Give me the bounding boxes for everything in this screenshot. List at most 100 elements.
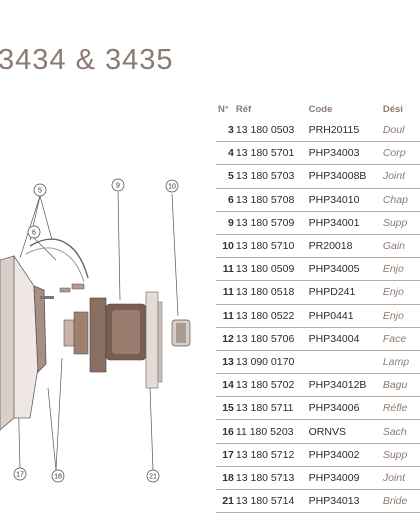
page-title: 3434 & 3435 [0,44,174,76]
cell-code: PHP0441 [306,304,381,328]
cell-code: PHP34001 [306,211,381,235]
cell-no: 11 [216,280,234,305]
cell-code: PHP34009 [306,466,381,491]
cell-ref: 13 180 5706 [233,327,307,351]
cell-designation: Supp [380,443,420,467]
cell-ref: 13 180 5711 [233,396,307,421]
cell-no: 11 [216,304,234,328]
cell-no: 14 [216,373,234,398]
cell-designation: Enjo [380,304,420,328]
cell-no: 4 [216,141,234,166]
header-ref: Réf [233,100,307,119]
exploded-diagram: 5 9 10 6 17 18 21 [0,178,191,483]
cell-designation: Supp [380,211,420,235]
cell-code: PHP34003 [306,141,381,166]
cell-no: 17 [216,443,234,467]
cell-code: PR20018 [306,234,381,259]
cell-designation: Enjo [380,280,420,305]
cell-ref: 13 180 0509 [233,257,307,282]
cell-code: PHP34005 [306,257,381,282]
callout-5: 5 [33,183,47,197]
cell-designation: Bride [380,489,420,514]
cell-designation: Gain [380,234,420,259]
cell-code: PHP34008B [306,164,381,189]
cell-no: 6 [216,188,234,212]
cell-no: 5 [216,164,234,189]
cell-code: PHP34004 [306,327,381,351]
cell-ref: 13 180 5709 [233,211,307,235]
table-header-row: N° Réf Code Dési [216,100,420,119]
svg-text:10: 10 [168,184,176,191]
callout-17: 17 [13,467,27,481]
cell-ref: 13 180 0522 [233,304,307,328]
callout-9: 9 [111,178,125,192]
cell-no: 15 [216,396,234,421]
cell-designation: Sach [380,419,420,444]
cell-ref: 13 180 5710 [233,234,307,259]
cell-code [306,350,381,375]
cell-designation: Enjo [380,257,420,282]
header-no: N° [216,100,234,119]
header-designation: Dési [380,100,420,119]
callout-6: 6 [27,225,41,239]
cell-designation: Joint [380,466,420,491]
cell-code: PRH20115 [306,118,381,143]
cell-no: 13 [216,350,234,375]
cell-ref: 13 180 5713 [233,466,307,491]
cell-no: 9 [216,211,234,235]
cell-no: 3 [216,118,234,143]
svg-text:6: 6 [32,230,36,237]
cell-ref: 11 180 5203 [233,419,307,444]
cell-no: 21 [216,489,234,514]
reflector-shape [0,238,89,431]
callout-21: 21 [146,469,160,483]
cell-code: PHP34002 [306,443,381,467]
cell-ref: 13 180 5703 [233,164,307,189]
callout-18: 18 [51,469,65,483]
cell-code: PHP34013 [306,489,381,514]
svg-text:18: 18 [54,474,62,481]
cell-ref: 13 180 0518 [233,280,307,305]
cell-ref: 13 180 5701 [233,141,307,166]
cell-no: 11 [216,257,234,282]
cell-designation: Corp [380,141,420,166]
cell-designation: Bagu [380,373,420,398]
cell-ref: 13 090 0170 [233,350,307,375]
cell-code: PHP34012B [306,373,381,398]
svg-text:9: 9 [116,183,120,190]
cell-no: 10 [216,234,234,259]
cell-no: 12 [216,327,234,351]
cell-ref: 13 180 5714 [233,489,307,514]
cell-no: 18 [216,466,234,491]
svg-text:21: 21 [149,474,157,481]
svg-text:17: 17 [16,472,24,479]
cell-ref: 13 180 5702 [233,373,307,398]
cell-ref: 13 180 0503 [233,118,307,143]
header-code: Code [306,100,381,119]
callout-10: 10 [165,179,179,193]
cell-designation: Réfle [380,396,420,421]
housing-shape [63,291,191,389]
cell-ref: 13 180 5708 [233,188,307,212]
cell-designation: Joint [380,164,420,189]
cell-code: ORNVS [306,419,381,444]
cell-code: PHP34010 [306,188,381,212]
svg-text:5: 5 [38,188,42,195]
cell-code: PHP34006 [306,396,381,421]
